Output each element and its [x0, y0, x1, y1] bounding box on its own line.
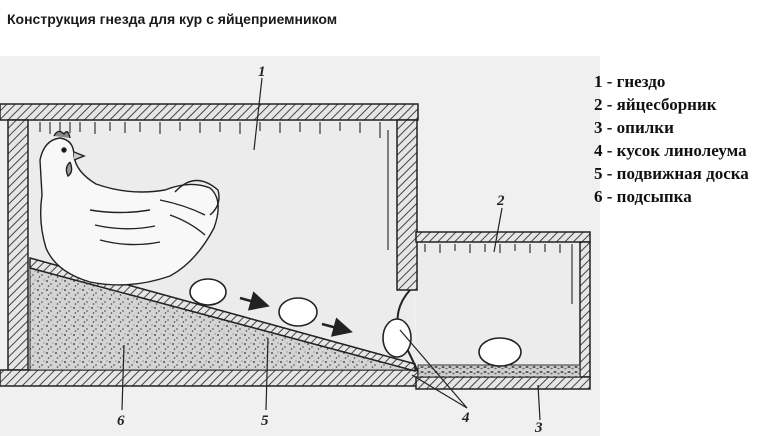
callout-4: 4	[461, 410, 470, 426]
roll-arrow	[239, 291, 270, 311]
legend-item-egg-collector: 2 - яйцесборник	[594, 95, 717, 114]
egg	[382, 318, 412, 358]
leader-line-1	[253, 77, 263, 151]
leader-line-4b	[411, 374, 468, 409]
roll-arrow	[321, 317, 353, 337]
collector-end-wall	[579, 241, 591, 378]
legend-item-bedding: 6 - подсыпка	[594, 187, 692, 206]
egg	[278, 297, 318, 327]
legend-item-linoleum: 4 - кусок линолеума	[594, 141, 747, 160]
nest-roof	[0, 103, 419, 121]
diagram-title: Конструкция гнезда для кур с яйцеприемни…	[7, 11, 338, 27]
sawdust-layer	[417, 364, 581, 378]
callout-1: 1	[258, 64, 266, 80]
collector-roof	[415, 231, 591, 243]
nest-front-wall	[396, 119, 418, 291]
hen-drawing	[39, 130, 220, 286]
egg	[189, 278, 227, 306]
sloped-board	[29, 257, 416, 372]
leader-line-5	[265, 337, 269, 411]
callout-2: 2	[496, 193, 505, 209]
legend: 1 - гнездо 2 - яйцесборник 3 - опилки 4 …	[594, 70, 766, 208]
leader-line-3	[537, 384, 541, 421]
leader-line-2	[493, 207, 503, 253]
collector-hatching	[424, 244, 573, 304]
legend-item-sawdust: 3 - опилки	[594, 118, 674, 137]
callout-6: 6	[117, 413, 125, 429]
nest-back-wall	[7, 119, 29, 371]
legend-item-nest: 1 - гнездо	[594, 72, 666, 91]
callout-5: 5	[261, 413, 269, 429]
roof-hatching	[39, 122, 389, 250]
floor-board	[0, 369, 419, 387]
leader-line-4a	[399, 329, 468, 409]
legend-item-movable-board: 5 - подвижная доска	[594, 164, 749, 183]
egg	[478, 337, 522, 367]
callout-3: 3	[534, 420, 543, 436]
leader-line-6	[121, 344, 125, 411]
